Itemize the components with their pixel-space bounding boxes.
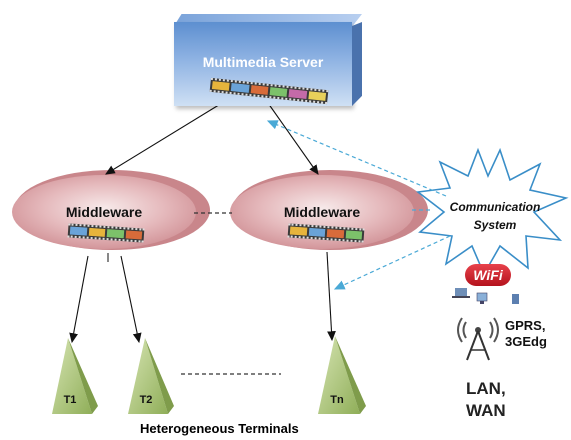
- dashed-arrow-to-tn: [333, 235, 451, 290]
- middleware-left-label: Middleware: [65, 204, 143, 220]
- communication-starburst: [415, 147, 569, 276]
- terminal-tn-shape: [318, 336, 366, 414]
- arrow-server-to-middleware-left: [105, 102, 223, 175]
- arrow-server-to-middleware-right: [267, 102, 319, 175]
- terminal-tn-label: Tn: [330, 394, 344, 406]
- terminal-t1-label: T1: [63, 394, 77, 406]
- gprs-label-line1: GPRS,: [505, 318, 546, 333]
- server-side-face: [352, 22, 362, 106]
- arrow-mw-to-t2: [120, 255, 142, 344]
- lan-wan-label: LAN, WAN: [466, 378, 506, 422]
- terminal-t2-label: T2: [139, 394, 153, 406]
- server-label: Multimedia Server: [202, 54, 324, 70]
- gprs-label: GPRS, 3GEdg: [505, 318, 547, 350]
- communication-label-line1: Communication: [449, 200, 541, 214]
- wifi-logo: WiFi: [465, 264, 511, 286]
- middleware-right-label: Middleware: [283, 204, 361, 220]
- communication-label-line2: System: [473, 218, 517, 232]
- arrow-mw-to-t1: [69, 255, 89, 344]
- laptop-icon: [452, 288, 470, 298]
- gprs-label-line2: 3GEdg: [505, 334, 547, 349]
- middleware-ellipse-right: [230, 170, 428, 250]
- arrow-mw-to-tn: [326, 251, 336, 342]
- terminal-t2-shape: [128, 338, 174, 414]
- lan-label-line2: WAN: [466, 401, 506, 420]
- middleware-ellipse-left: [12, 170, 210, 250]
- antenna-icon: [457, 317, 499, 361]
- lan-label-line1: LAN,: [466, 379, 506, 398]
- phone-icon: [512, 294, 519, 304]
- terminal-t1-shape: [52, 338, 98, 414]
- monitor-icon: [476, 292, 488, 304]
- diagram-caption: Heterogeneous Terminals: [140, 421, 299, 436]
- communication-system-label: Communication System: [440, 198, 550, 234]
